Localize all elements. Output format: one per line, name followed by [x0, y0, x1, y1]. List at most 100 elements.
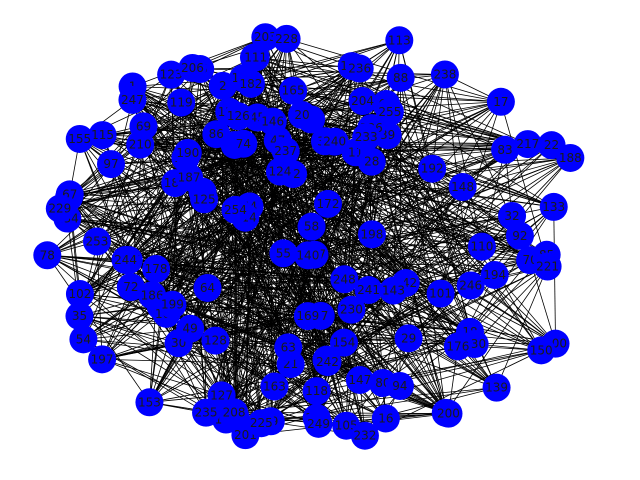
node-marker [556, 143, 585, 172]
graph-edge [235, 209, 275, 387]
graph-edge [67, 157, 571, 219]
node-marker [354, 276, 383, 305]
node-label: 28 [364, 155, 379, 169]
graph-edge [132, 99, 406, 284]
node-label: 154 [333, 336, 356, 350]
graph-node: 190 [173, 138, 202, 167]
graph-node: 244 [111, 245, 140, 274]
graph-node: 233 [352, 123, 381, 152]
node-label: 32 [504, 209, 519, 223]
graph-edge [156, 268, 345, 280]
node-label: 240 [323, 135, 346, 149]
node-label: 125 [193, 192, 216, 206]
graph-edge [59, 186, 463, 210]
node-marker [126, 130, 155, 159]
graph-node: 253 [82, 227, 111, 256]
node-marker [505, 221, 534, 250]
node-label: 113 [388, 33, 411, 47]
graph-node: 169 [293, 302, 322, 331]
node-marker [443, 332, 472, 361]
graph-edge [149, 315, 309, 403]
node-label: 197 [91, 352, 114, 366]
node-label: 101 [429, 287, 452, 301]
node-marker [394, 324, 423, 353]
node-label: 155 [68, 132, 91, 146]
graph-edge [270, 38, 288, 422]
node-marker [142, 254, 171, 283]
node-label: 64 [200, 281, 215, 295]
graph-node: 101 [426, 279, 455, 308]
node-label: 237 [274, 144, 297, 158]
graph-node: 163 [260, 372, 289, 401]
node-marker [69, 325, 98, 354]
node-marker [97, 150, 126, 179]
node-marker [269, 239, 298, 268]
node-label: 153 [138, 395, 161, 409]
graph-edge [529, 260, 556, 344]
graph-edge [292, 90, 531, 261]
graph-edge [408, 337, 497, 389]
node-label: 140 [296, 248, 319, 262]
graph-node: 155 [65, 124, 94, 153]
graph-node: 88 [386, 63, 415, 92]
graph-node: 140 [293, 241, 322, 270]
graph-edge [149, 345, 458, 403]
node-label: 49 [183, 322, 198, 336]
node-label: 247 [121, 93, 144, 107]
graph-node: 92 [505, 221, 534, 250]
graph-edge [160, 209, 236, 307]
node-label: 229 [48, 202, 71, 216]
graph-edge [79, 138, 554, 208]
node-label: 22 [544, 138, 559, 152]
node-label: 200 [437, 407, 460, 421]
graph-node: 204 [348, 87, 377, 116]
graph-node: 203 [251, 23, 280, 52]
graph-edge [445, 266, 548, 414]
node-label: 225 [250, 416, 273, 430]
node-label: 115 [91, 128, 114, 142]
node-label: 248 [333, 272, 356, 286]
node-marker [482, 373, 511, 402]
node-label: 208 [223, 405, 246, 419]
node-marker [314, 189, 343, 218]
graph-edge [125, 259, 366, 437]
node-marker [274, 333, 303, 362]
node-label: 242 [316, 355, 339, 369]
node-layer: 0125891113161718202122272829303234353940… [33, 23, 585, 450]
graph-edge [496, 266, 548, 388]
node-marker [111, 245, 140, 274]
node-marker [302, 377, 331, 406]
node-marker [348, 87, 377, 116]
node-label: 54 [76, 332, 91, 346]
node-label: 123 [160, 68, 183, 82]
node-label: 194 [483, 268, 506, 282]
graph-node: 200 [434, 399, 463, 428]
node-marker [375, 97, 404, 126]
node-label: 72 [123, 280, 138, 294]
graph-edge [172, 38, 287, 305]
graph-edge [125, 203, 329, 261]
graph-node: 246 [456, 271, 485, 300]
graph-edge [205, 186, 463, 413]
node-label: 105 [335, 419, 358, 433]
node-label: 150 [530, 343, 553, 357]
node-label: 230 [340, 303, 363, 317]
graph-edge [474, 266, 548, 345]
node-label: 182 [239, 77, 262, 91]
graph-node: 187 [175, 163, 204, 192]
graph-edge [96, 241, 103, 360]
node-marker [486, 87, 515, 116]
node-label: 63 [281, 340, 296, 354]
graph-edge [79, 74, 172, 317]
node-marker [304, 409, 333, 438]
graph-node: 126 [224, 102, 253, 131]
graph-edge [500, 101, 548, 267]
node-label: 78 [40, 248, 55, 262]
node-label: 206 [181, 61, 204, 75]
graph-edge [46, 255, 150, 403]
node-label: 238 [433, 67, 456, 81]
graph-edge [431, 168, 472, 286]
graph-edge [311, 226, 394, 291]
node-label: 118 [305, 384, 328, 398]
graph-edge [469, 206, 555, 333]
